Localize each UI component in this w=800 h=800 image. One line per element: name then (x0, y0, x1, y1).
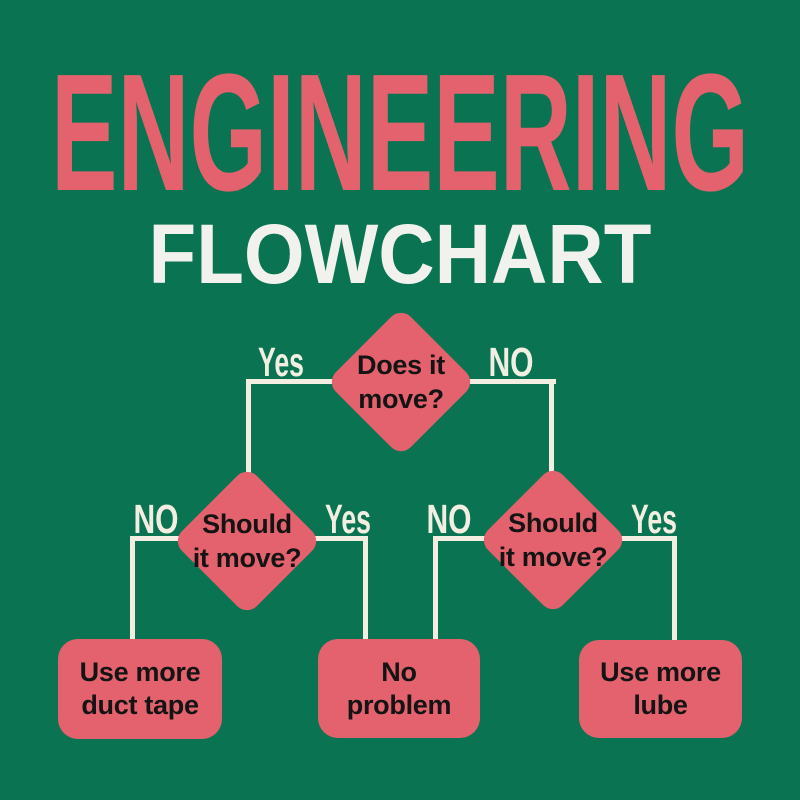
connector-right-yes-vertical (672, 536, 677, 646)
decision-text-should-it-move-right: Should it move? (468, 506, 638, 574)
edge-label-root-yes-wrap: Yes (258, 339, 304, 382)
decision-text-line1: Should (508, 508, 598, 538)
decision-text-line1: Should (202, 509, 292, 539)
edge-label-right-yes-wrap: Yes (631, 496, 677, 539)
title-flowchart: FLOWCHART (149, 207, 652, 296)
terminal-text-line2: lube (633, 690, 688, 720)
decision-text-line2: it move? (192, 543, 302, 573)
decision-text-does-it-move: Does it move? (316, 348, 486, 416)
edge-label-left-no-wrap: NO (134, 496, 179, 539)
connector-right-no-vertical (433, 536, 438, 646)
edge-label-root-no: NO (489, 339, 534, 382)
decision-text-line2: it move? (498, 542, 608, 572)
edge-label-root-yes: Yes (258, 339, 304, 382)
terminal-text: No problem (346, 656, 452, 722)
terminal-text-line1: No (381, 656, 417, 687)
terminal-use-more-lube: Use more lube (579, 640, 742, 738)
terminal-text: Use more duct tape (80, 656, 201, 722)
connector-root-yes-vertical (246, 379, 251, 500)
title-engineering-wrap: ENGINEERING (51, 63, 749, 203)
terminal-no-problem: No problem (318, 639, 480, 738)
edge-label-right-no: NO (427, 496, 472, 539)
decision-text-line2: move? (358, 384, 444, 414)
connector-root-no-vertical (549, 379, 554, 500)
connector-left-no-vertical (130, 536, 135, 646)
terminal-text: Use more lube (600, 656, 721, 722)
edge-label-root-no-wrap: NO (489, 339, 534, 382)
terminal-text-line1: Use more (79, 657, 201, 687)
title-flowchart-wrap: FLOWCHART (149, 207, 652, 296)
edge-label-right-yes: Yes (631, 496, 677, 539)
terminal-use-more-duct-tape: Use more duct tape (58, 639, 222, 739)
connector-left-yes-vertical (363, 536, 368, 646)
edge-label-left-no: NO (134, 496, 179, 539)
terminal-text-line1: Use more (600, 657, 721, 687)
edge-label-left-yes: Yes (325, 496, 371, 539)
decision-text-should-it-move-left: Should it move? (162, 507, 332, 575)
decision-text-line1: Does it (357, 350, 445, 380)
connector-root-no-horizontal (401, 379, 556, 384)
terminal-text-line2: duct tape (81, 690, 199, 720)
terminal-text-line2: problem (346, 689, 452, 720)
edge-label-left-yes-wrap: Yes (325, 496, 371, 539)
edge-label-right-no-wrap: NO (427, 496, 472, 539)
title-engineering: ENGINEERING (51, 63, 749, 203)
connector-root-yes-horizontal (246, 379, 403, 384)
